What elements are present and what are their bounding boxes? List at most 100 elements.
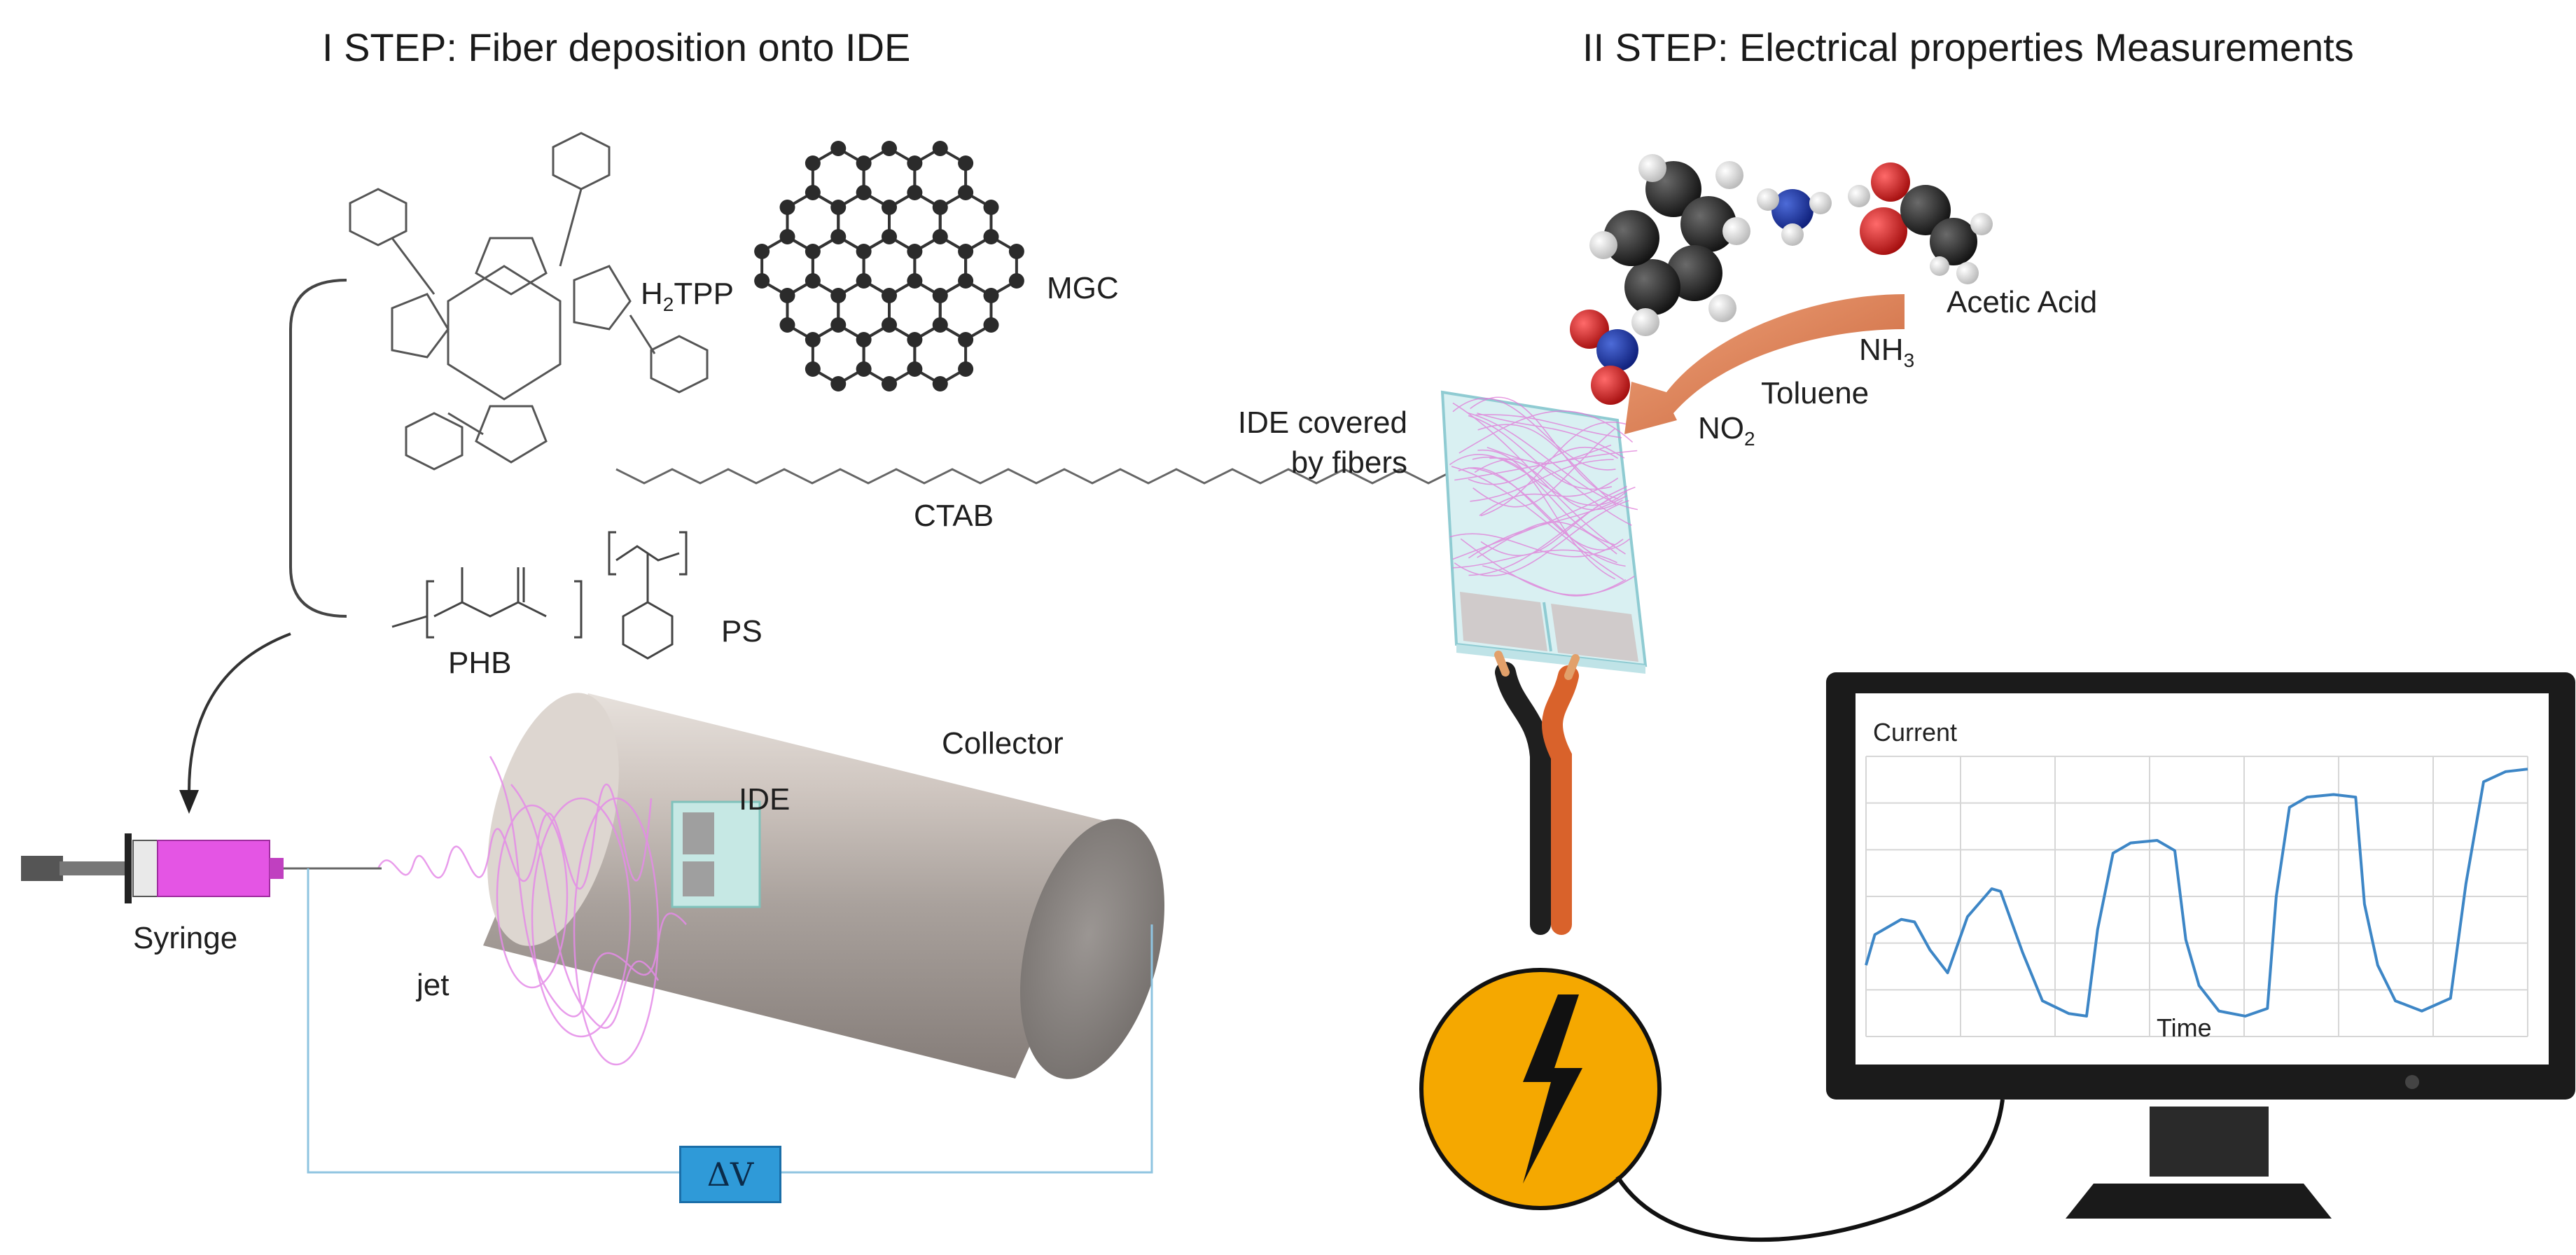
fiber-strand <box>1468 467 1626 567</box>
no2-molecule <box>1570 310 1638 405</box>
graphene-atom <box>856 244 872 259</box>
phb-label: PHB <box>448 646 512 680</box>
graphene-atom <box>983 317 999 333</box>
graphene-atom <box>932 288 948 303</box>
graphene-atom <box>907 244 923 259</box>
graphene-atom <box>882 317 897 333</box>
fiber-strand <box>1479 478 1619 516</box>
graphene-atom <box>856 361 872 377</box>
graphene-ring <box>913 323 968 386</box>
h2tpp-structure <box>349 132 709 471</box>
fiber-strand <box>1458 410 1634 454</box>
syringe-body <box>21 833 382 903</box>
grouping-bracket <box>289 279 347 618</box>
graphene-atom <box>754 273 770 289</box>
chart-ylabel: Current <box>1873 718 1958 747</box>
graphene-atom <box>958 244 974 259</box>
fiber-strand <box>1468 412 1638 511</box>
fiber-strand <box>1452 402 1626 555</box>
ctab-label: CTAB <box>914 499 994 533</box>
fiber-strand <box>1487 444 1612 464</box>
graphene-atom <box>830 229 847 244</box>
graphene-atom <box>958 185 974 200</box>
graphene-atom <box>805 185 821 200</box>
power-source <box>1419 968 1662 1210</box>
fiber-strand <box>1477 450 1616 580</box>
chart-xlabel: Time <box>2157 1013 2212 1042</box>
graphene-atom <box>856 332 872 347</box>
sensor-cable <box>1494 651 1580 935</box>
graphene-atom <box>882 200 897 215</box>
fiber-mesh <box>1449 396 1638 597</box>
graphene-atom <box>958 361 974 377</box>
ide-label: IDE <box>739 782 791 817</box>
graphene-atom <box>907 155 923 171</box>
fiber-strand <box>1477 412 1625 459</box>
hv-circuit <box>307 868 1153 1174</box>
graphene-atom <box>779 317 795 333</box>
graphene-atom <box>932 200 948 215</box>
fiber-strand <box>1480 491 1625 556</box>
current-trace <box>1865 768 2528 1018</box>
ps-structure <box>608 531 688 660</box>
graphene-atom <box>932 229 948 244</box>
graphene-atom <box>805 155 821 171</box>
graphene-atom <box>805 361 821 377</box>
fiber-strand <box>1449 533 1624 557</box>
graphene-atom <box>830 317 847 333</box>
graphene-atom <box>882 141 897 156</box>
graphene-ring <box>862 323 917 386</box>
bracket-to-syringe-arrow <box>188 632 291 792</box>
graphene-atom <box>805 244 821 259</box>
source-to-monitor-cable <box>1615 1099 2005 1242</box>
graphene-atom <box>754 244 770 259</box>
graphene-atom <box>958 155 974 171</box>
graphene-atom <box>882 376 897 391</box>
graphene-atom <box>779 200 795 215</box>
ps-label: PS <box>721 614 763 649</box>
h2tpp-label: H2TPP <box>641 277 734 315</box>
graphene-atom <box>958 273 974 289</box>
graphene-atom <box>779 229 795 244</box>
graphene-atom <box>830 200 847 215</box>
acetic-acid-molecule <box>1848 162 1993 284</box>
lightning-icon <box>1523 994 1582 1184</box>
graphene-atom <box>983 229 999 244</box>
fiber-strand <box>1451 466 1624 581</box>
graphene-atom <box>856 185 872 200</box>
step1-title: I STEP: Fiber deposition onto IDE <box>322 25 911 69</box>
fiber-strand <box>1489 457 1623 511</box>
graphene-atom <box>882 229 897 244</box>
ide-on-collector <box>671 800 761 908</box>
acetic-acid-label: Acetic Acid <box>1947 285 2098 319</box>
graphene-atom <box>882 288 897 303</box>
graphene-atom <box>1008 244 1024 259</box>
ammonia-molecule <box>1757 188 1832 246</box>
nh3-label: NH3 <box>1859 333 1915 371</box>
fiber-strand <box>1473 427 1616 508</box>
graphene-atom <box>907 273 923 289</box>
syringe-label: Syringe <box>133 921 238 955</box>
fiber-jet <box>377 756 687 1066</box>
graphene-atom <box>932 376 948 391</box>
graphene-ring <box>811 323 865 386</box>
fiber-strand <box>1452 398 1616 471</box>
arrow-head <box>179 790 199 814</box>
ctab-chain <box>615 468 1506 485</box>
phb-structure <box>391 567 583 639</box>
fiber-strand <box>1474 458 1632 526</box>
mgc-graphene <box>754 141 1024 391</box>
graphene-atom <box>907 185 923 200</box>
graphene-atom <box>907 332 923 347</box>
monitor <box>1826 672 2575 1219</box>
fiber-strand <box>1482 565 1627 597</box>
fiber-strand <box>1477 424 1617 506</box>
no2-label: NO2 <box>1698 411 1755 450</box>
graphene-atom <box>830 288 847 303</box>
fiber-strand <box>1480 422 1627 517</box>
graphene-atom <box>1008 273 1024 289</box>
graphene-atom <box>805 332 821 347</box>
